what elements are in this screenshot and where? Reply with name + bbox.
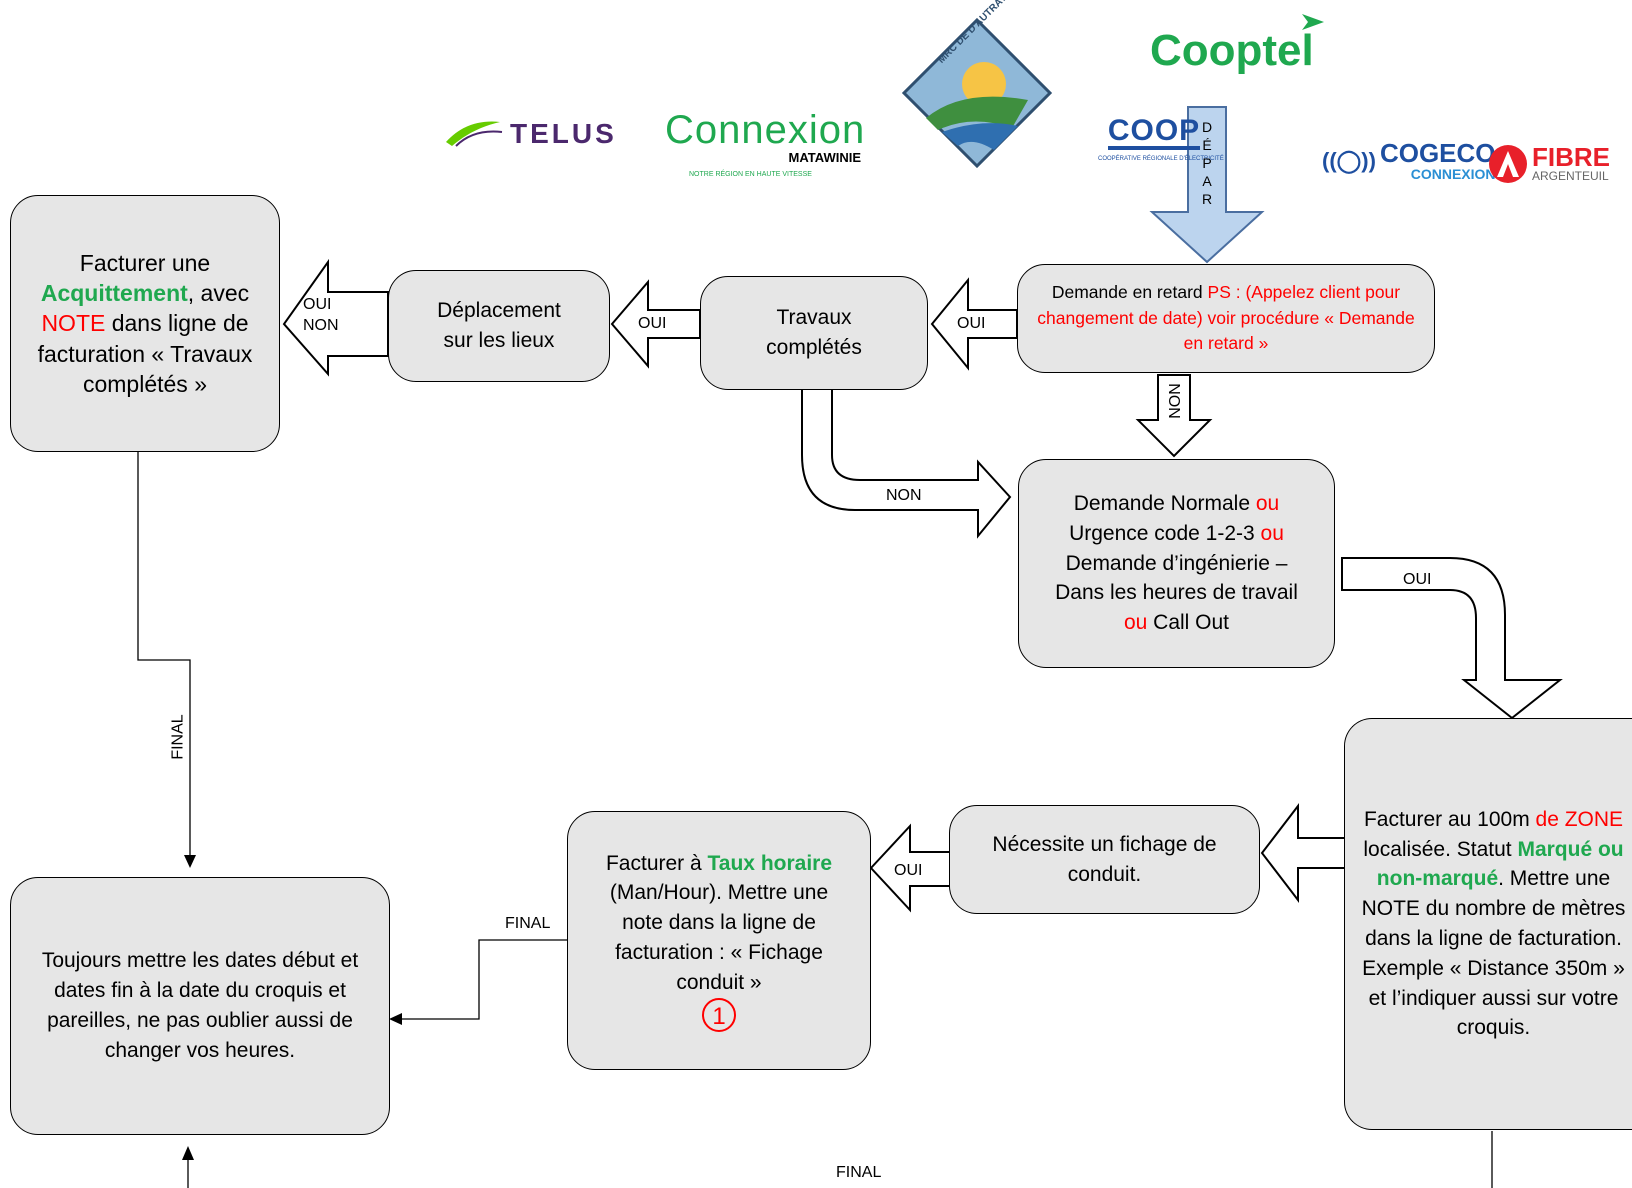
zone-red-text: de ZONE [1535,807,1624,831]
cogeco-logo: ((◯)) COGECO CONNEXION [1322,140,1496,182]
deplacement-text: Déplacement sur les lieux [437,299,561,352]
mrc-emblem-icon [901,17,1053,169]
coop-text: COOP [1107,116,1201,150]
box-taux: Facturer à Taux horaire (Man/Hour). Mett… [567,811,871,1070]
arrow-normale-to-zone [1341,557,1563,720]
start-letter: É [1202,137,1212,153]
label-oui-normale: OUI [1403,571,1432,588]
connexion-tag: NOTRE RÉGION EN HAUTE VITESSE [689,171,812,178]
start-arrow-letters: D É P A R [1198,118,1216,208]
label-final-bottom: FINAL [836,1164,882,1181]
label-oui-acquittement: OUI [303,296,332,313]
line-taux-final [402,939,567,1020]
normale-text-3: Demande d’ingénierie – Dans les heures d… [1055,551,1298,605]
box-retard: Demande en retard PS : (Appelez client p… [1017,264,1435,373]
zone-text-2: localisée. Statut [1363,837,1518,861]
line-acquittement-final [137,452,191,855]
cogeco-sub: CONNEXION [1410,166,1496,182]
fibre-text: FIBRE [1532,142,1610,172]
coop-sub: COOPÉRATIVE RÉGIONALE D'ÉLECTRICITÉ [1098,156,1224,162]
start-letter: R [1201,191,1213,207]
zone-text-1: Facturer au 100m [1363,807,1536,831]
taux-circle-number: 1 [702,997,736,1032]
box-fichage: Nécessite un fichage de conduit. [949,805,1260,914]
connexion-logo: Connexion MATAWINIE NOTRE RÉGION EN HAUT… [665,110,865,178]
retard-text: Demande en retard [1051,282,1208,303]
arrow-retard-to-travaux [930,277,1018,371]
start-letter: P [1202,155,1212,171]
connexion-text: Connexion [665,108,866,152]
telus-text: TELUS [510,118,617,149]
box-deplacement: Déplacement sur les lieux [388,270,610,382]
arrow-deplacement-to-acquittement [282,258,389,377]
cooptel-logo: Cooptel [1150,12,1324,76]
normale-text-4: Call Out [1147,611,1230,635]
fichage-text: Nécessite un fichage de conduit. [992,832,1217,886]
fibre-logo: FIBRE ARGENTEUIL [1488,144,1610,184]
acquittement-green: Acquittement [40,279,188,306]
arrowhead-bottom-final [182,1146,194,1160]
label-non-travaux: NON [886,487,922,504]
retard-red-text: PS : (Appelez client pour changement de … [1037,282,1415,354]
box-normale: Demande Normale ou Urgence code 1-2-3 ou… [1018,459,1335,668]
label-final-taux: FINAL [505,915,551,932]
cooptel-text: Cooptel [1150,26,1314,75]
connexion-sub: MATAWINIE [788,150,861,165]
label-non-acquittement: NON [303,317,339,334]
arrow-travaux-to-normale-outline [801,390,1012,539]
box-travaux: Travaux complétés [700,276,928,390]
cogeco-text: COGECO [1379,138,1496,168]
acquittement-text-3: dans ligne de facturation « Travaux comp… [37,310,253,398]
mrc-logo: MRC DE D'AUTRAY [901,0,1053,173]
normale-text-2: Urgence code 1-2-3 [1069,521,1261,545]
arrow-retard-to-normale [1135,374,1213,458]
box-toujours: Toujours mettre les dates début et dates… [10,877,390,1135]
label-non-retard: NON [1166,383,1184,419]
travaux-text: Travaux complétés [766,306,862,359]
normale-ou: ou [1255,491,1280,515]
normale-ou: ou [1260,521,1284,545]
arrow-zone-to-fichage [1260,803,1348,903]
label-oui-travaux: OUI [957,315,986,332]
start-letter: A [1202,173,1212,189]
arrow-fichage-to-taux [869,823,953,913]
zone-green-text: Marqué ou non-marqué [1376,837,1624,891]
fibre-a-icon [1489,145,1527,183]
taux-text-2: (Man/Hour). Mettre une note dans la lign… [609,881,829,994]
acquittement-text-2: , avec [187,279,250,306]
label-final-left: FINAL [169,714,187,760]
arrowhead-taux-final [389,1013,402,1025]
zone-text-3: . Mettre une NOTE du nombre de mètres da… [1361,867,1626,1040]
arrow-travaux-to-deplacement [610,279,701,369]
label-oui-deplacement: OUI [638,315,667,332]
taux-text-1: Facturer à [605,851,708,875]
normale-text-1: Demande Normale [1073,491,1256,515]
coop-logo: COOP COOPÉRATIVE RÉGIONALE D'ÉLECTRICITÉ [1098,116,1224,163]
telus-swoosh-icon [446,121,503,147]
fibre-sub: ARGENTEUIL [1532,169,1609,183]
arrowhead-acquittement-final [184,855,196,868]
start-letter: D [1201,119,1213,135]
acquittement-text-1: Facturer une [79,249,211,276]
telus-logo: TELUS [442,114,617,154]
acquittement-red: NOTE [41,310,106,337]
normale-ou: ou [1123,611,1148,635]
cooptel-arrow-icon [1302,14,1324,30]
start-arrow [1149,106,1265,264]
label-oui-fichage: OUI [894,862,923,879]
taux-green-text: Taux horaire [707,851,833,875]
cogeco-waves-icon: ((◯)) [1322,148,1376,173]
box-zone: Facturer au 100m de ZONE localisée. Stat… [1344,718,1632,1130]
box-acquittement: Facturer une Acquittement, avec NOTE dan… [10,195,280,452]
toujours-text: Toujours mettre les dates début et dates… [41,949,359,1062]
